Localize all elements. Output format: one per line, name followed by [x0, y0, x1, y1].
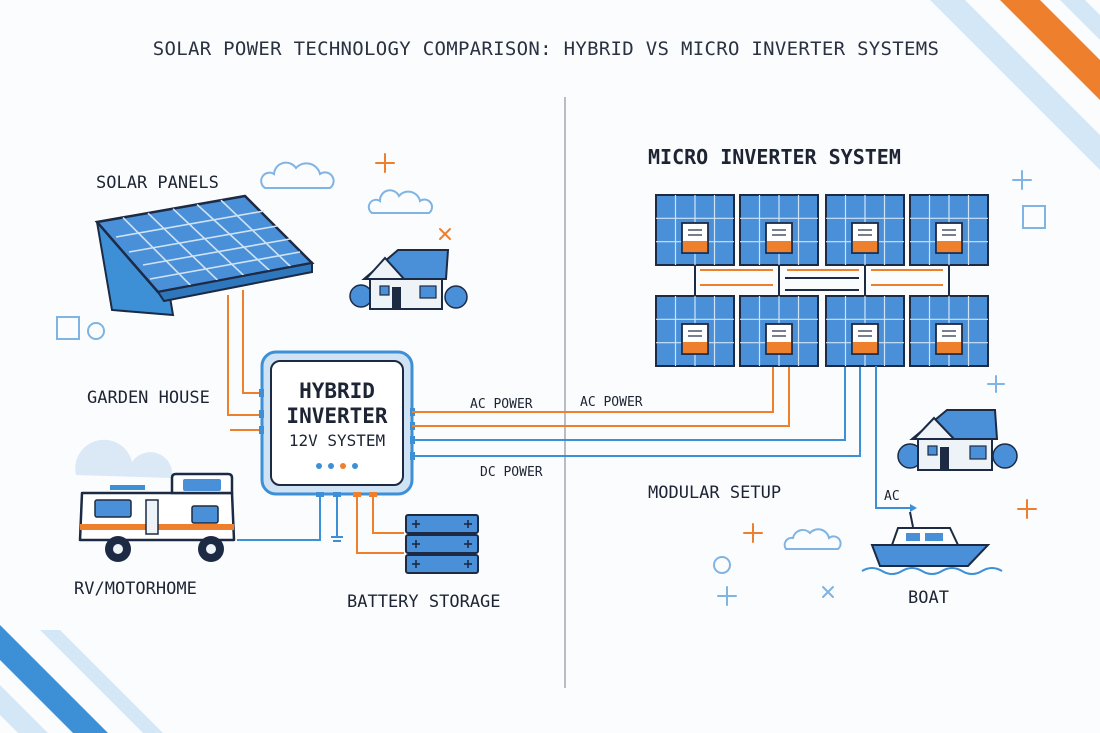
- cross-system-wires: [412, 366, 861, 457]
- rv-illustration: [75, 439, 236, 562]
- micro-inverter-heading: MICRO INVERTER SYSTEM: [648, 145, 901, 169]
- battery-stack: [405, 514, 479, 574]
- inverter-title-line2: INVERTER: [286, 404, 388, 428]
- garden-house-illustration: [349, 249, 468, 310]
- solar-panel-array: [94, 194, 315, 317]
- boat-wire-arrow: [910, 504, 917, 512]
- ac-power-label-right: AC POWER: [580, 395, 643, 410]
- ac-power-label-left: AC POWER: [470, 397, 533, 412]
- right-house-illustration: [897, 409, 1018, 471]
- dc-power-label: DC POWER: [480, 465, 543, 480]
- rv-wire: [237, 494, 321, 541]
- ground-symbol: [331, 536, 343, 542]
- battery-wires: [356, 494, 404, 554]
- rv-label: RV/MOTORHOME: [74, 579, 197, 599]
- corner-decoration-bottom-left: [0, 625, 163, 733]
- garden-house-label: GARDEN HOUSE: [87, 388, 210, 408]
- hybrid-inverter-box: [259, 350, 415, 497]
- boat-label: BOAT: [908, 588, 949, 608]
- solar-panels-label: SOLAR PANELS: [96, 173, 219, 193]
- cloud-icons: [260, 161, 842, 550]
- boat-illustration: [861, 511, 1003, 575]
- battery-label: BATTERY STORAGE: [347, 592, 501, 612]
- decorative-sparkles: [56, 153, 1046, 606]
- boat-wire: [875, 366, 910, 509]
- ac-label: AC: [884, 489, 900, 504]
- panel-to-inverter-wires: [227, 290, 262, 416]
- inverter-subtitle: 12V SYSTEM: [289, 431, 385, 450]
- corner-decoration-top-right: [930, 0, 1100, 170]
- inverter-title-line1: HYBRID: [299, 379, 375, 403]
- micro-panel-grid: [655, 194, 989, 367]
- modular-setup-label: MODULAR SETUP: [648, 483, 781, 503]
- page-title: SOLAR POWER TECHNOLOGY COMPARISON: HYBRI…: [153, 38, 940, 60]
